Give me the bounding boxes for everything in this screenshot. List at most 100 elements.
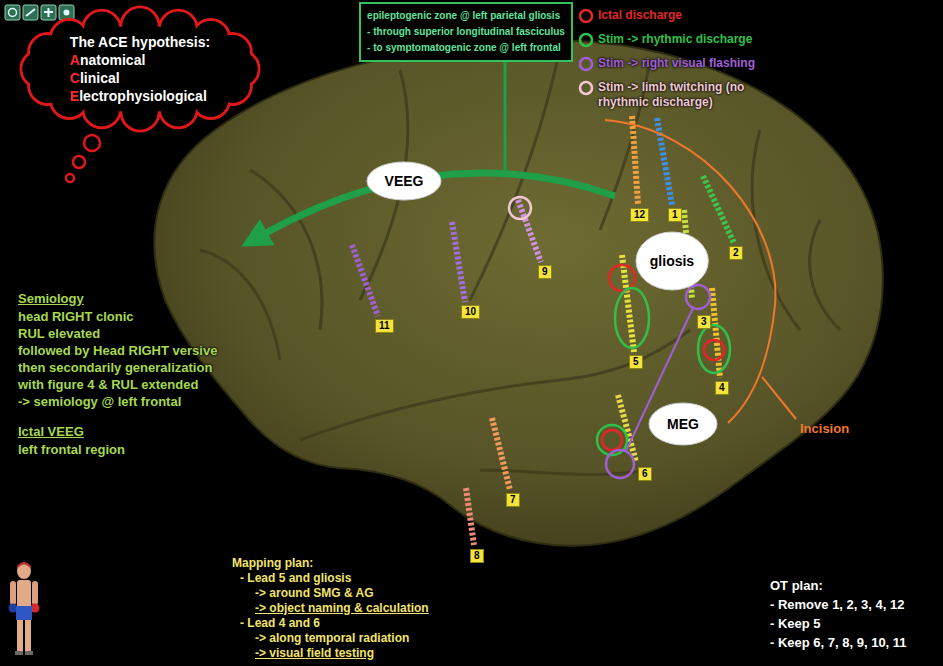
electrode-number: 1 — [668, 208, 682, 222]
brain-sulcus — [200, 48, 840, 474]
legend-text: Stim -> rhythmic discharge — [598, 32, 752, 47]
toolbar-icon — [41, 5, 56, 20]
method-ellipse: MEG — [648, 402, 718, 446]
semiology-note: head RIGHT clonic — [18, 308, 134, 325]
finding-circle — [602, 430, 622, 450]
mapping-plan-note: Mapping plan: — [232, 556, 313, 571]
mapping-plan-note: -> around SMG & AG — [255, 586, 374, 601]
electrode-strip — [352, 245, 378, 316]
toolbar-icon — [64, 10, 70, 16]
semiology-note: followed by Head RIGHT versive — [18, 342, 217, 359]
node-label: MEG — [667, 416, 699, 432]
legend-swatch — [578, 32, 594, 48]
electrode-number: 2 — [729, 246, 743, 260]
node-text-block: epileptogenic zone @ left parietal glios… — [367, 8, 565, 56]
orientation-figure — [9, 562, 40, 655]
legend-text: Stim -> limb twitching (no rhythmic disc… — [598, 80, 768, 110]
incision-label: Incision — [800, 421, 849, 437]
operation-plan-note: OT plan: — [770, 577, 823, 594]
node-text-block: gliosis — [650, 253, 694, 269]
legend-entry: Ictal discharge — [578, 8, 682, 24]
legend-swatch — [580, 34, 592, 46]
electrode-strip — [657, 118, 672, 205]
electrode-number: 11 — [375, 319, 394, 333]
mapping-plan-note: -> visual field testing — [255, 646, 374, 661]
propagation-arrow — [262, 40, 615, 235]
electrode-number: 3 — [697, 315, 711, 329]
incision-line — [605, 120, 796, 423]
legend-swatch — [578, 56, 594, 72]
orientation-figure — [32, 581, 38, 605]
semiology-note: RUL elevated — [18, 325, 100, 342]
node-text-block: VEEG — [385, 173, 424, 189]
legend-swatch — [578, 8, 594, 24]
finding-circle — [606, 450, 634, 478]
node-text-block: The ACE hypothesis:AnatomicalClinicalEle… — [70, 33, 210, 105]
mapping-plan-note: - Lead 4 and 6 — [240, 616, 320, 631]
orientation-figure — [16, 606, 32, 620]
operation-plan-note: - Keep 6, 7, 8, 9, 10, 11 — [770, 634, 907, 651]
note-line: epileptogenic zone @ left parietal glios… — [367, 8, 565, 24]
mapping-plan-note: -> object naming & calculation — [255, 601, 429, 616]
electrode-number: 12 — [630, 208, 649, 222]
finding-circle — [509, 197, 730, 478]
ellipse-outline — [367, 162, 441, 200]
ellipse-outline — [649, 403, 717, 445]
thought-bubble — [73, 156, 85, 168]
semiology-note: left frontal region — [18, 441, 125, 458]
orientation-figure — [17, 580, 31, 608]
finding-circle — [698, 325, 730, 373]
orientation-figure — [17, 562, 31, 569]
thought-bubble — [66, 174, 74, 182]
cloud-fill — [40, 26, 240, 112]
operation-plan-note: - Remove 1, 2, 3, 4, 12 — [770, 596, 904, 613]
legend-swatch — [580, 58, 592, 70]
note-line: - through superior longitudinal fascicul… — [367, 24, 565, 40]
toolbar-icon — [5, 5, 74, 20]
electrode-number: 4 — [715, 381, 729, 395]
legend-text: Ictal discharge — [598, 8, 682, 23]
orientation-figure — [25, 620, 31, 652]
electrode-strip — [466, 488, 474, 545]
toolbar-icon — [44, 8, 53, 17]
mapping-plan-note: -> along temporal radiation — [255, 631, 409, 646]
brain — [154, 40, 883, 546]
electrode-strip — [712, 288, 720, 378]
electrode-number: 10 — [461, 305, 480, 319]
finding-circle — [615, 288, 649, 348]
finding-circle — [704, 340, 724, 360]
node-label: VEEG — [385, 173, 424, 189]
legend-entry: Stim -> right visual flashing — [578, 56, 755, 72]
finding-circle — [509, 197, 531, 219]
brain-sulcus — [250, 170, 322, 330]
legend-swatch — [578, 80, 594, 96]
electrode-strip — [518, 200, 541, 262]
legend-text: Stim -> right visual flashing — [598, 56, 755, 71]
legend-entry: Stim -> limb twitching (no rhythmic disc… — [578, 80, 768, 110]
semiology-note: -> semiology @ left frontal — [18, 393, 181, 410]
toolbar-icon — [9, 9, 17, 17]
legend-swatch — [580, 10, 592, 22]
electrode-strip — [492, 418, 510, 490]
lesion-ellipse: gliosis — [635, 231, 709, 291]
note-box: epileptogenic zone @ left parietal glios… — [359, 2, 573, 62]
toolbar-icon — [26, 9, 35, 16]
orientation-figure — [17, 563, 31, 579]
orientation-figure — [15, 651, 23, 655]
hypothesis-item: Anatomical — [70, 51, 210, 69]
mapping-plan-note: - Lead 5 and gliosis — [240, 571, 351, 586]
hypothesis-item: Clinical — [70, 69, 210, 87]
thought-bubble — [66, 135, 100, 182]
ellipse-outline — [636, 232, 708, 290]
note-line: - to symptomatogenic zone @ left frontal — [367, 40, 565, 56]
incision-line — [762, 377, 796, 419]
semiology-note: then secondarily generalization — [18, 359, 212, 376]
electrode-number: 5 — [629, 355, 643, 369]
orientation-figure — [25, 651, 33, 655]
toolbar-icon — [5, 5, 20, 20]
finding-circle — [686, 285, 710, 309]
electrode-strip — [632, 116, 638, 204]
section-heading: Ictal VEEG — [18, 423, 84, 440]
legend-entry: Stim -> rhythmic discharge — [578, 32, 752, 48]
